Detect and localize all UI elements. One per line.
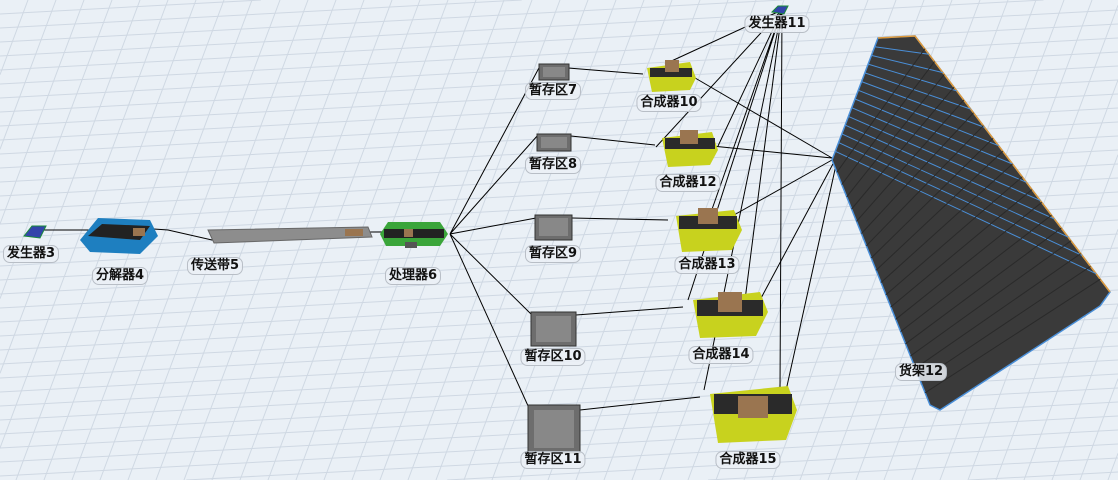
grid-line — [835, 150, 1097, 275]
rack-12-model[interactable] — [831, 35, 1111, 411]
connection-lines — [44, 9, 837, 411]
grid-line — [867, 63, 957, 92]
label-queue-9[interactable]: 暂存区9 — [524, 245, 582, 263]
grid-line — [851, 86, 955, 210]
grid-line — [900, 214, 1052, 332]
grid-line — [0, 0, 1044, 57]
grid-line — [708, 457, 1118, 480]
combiner-13-model[interactable] — [676, 208, 742, 252]
grid-line — [1107, 453, 1118, 480]
label-combiner-15[interactable]: 合成器15 — [715, 451, 781, 469]
grid-line — [915, 253, 1082, 369]
separator-4-model[interactable] — [80, 218, 158, 254]
label-processor-6[interactable]: 处理器6 — [384, 267, 442, 285]
label-combiner-13[interactable]: 合成器13 — [674, 256, 740, 274]
grid-line — [0, 23, 1118, 85]
grid-line — [919, 265, 1091, 381]
grid-line — [239, 0, 421, 480]
label-combiner-10[interactable]: 合成器10 — [636, 94, 702, 112]
grid-line — [968, 471, 1118, 480]
label-source-11[interactable]: 发生器11 — [744, 15, 810, 33]
grid-line — [861, 112, 974, 234]
grid-line — [864, 72, 971, 110]
queue-7-model[interactable] — [538, 63, 570, 81]
label-queue-8[interactable]: 暂存区8 — [524, 156, 582, 174]
grid-line — [379, 0, 561, 480]
combiner-10-model[interactable] — [647, 60, 696, 92]
queue-9-model[interactable] — [534, 214, 573, 241]
grid-line — [0, 0, 141, 374]
label-conveyor-5[interactable]: 传送带5 — [186, 257, 244, 275]
label-separator-4[interactable]: 分解器4 — [91, 267, 149, 285]
source-3-model[interactable] — [23, 225, 47, 239]
label-queue-10[interactable]: 暂存区10 — [520, 348, 586, 366]
grid-line — [575, 0, 757, 480]
grid-line — [880, 163, 1013, 283]
label-queue-11[interactable]: 暂存区11 — [520, 451, 586, 469]
grid-line — [851, 107, 1027, 183]
label-combiner-12[interactable]: 合成器12 — [655, 174, 721, 192]
grid-line — [841, 61, 935, 185]
grid-line — [491, 0, 673, 480]
grid-line — [875, 150, 1004, 271]
grid-line — [924, 278, 1101, 394]
grid-line — [905, 227, 1062, 345]
queue-8-model[interactable] — [536, 133, 572, 152]
grid-line — [71, 0, 253, 480]
grid-line — [844, 124, 1055, 220]
grid-line — [895, 202, 1043, 320]
grid-line — [0, 0, 57, 150]
combiner-15-model[interactable] — [710, 386, 797, 443]
grid-line — [861, 81, 985, 128]
queue-10-model[interactable] — [530, 311, 577, 347]
grid-line — [1079, 378, 1118, 480]
grid-line — [1051, 303, 1118, 480]
grid-line — [846, 74, 945, 198]
grid-line — [99, 0, 281, 480]
queue-11-model[interactable] — [527, 404, 581, 454]
grid-line — [0, 0, 261, 15]
grid-line — [0, 0, 169, 449]
grid-line — [0, 0, 783, 43]
grid-line — [186, 429, 1118, 480]
grid-line — [865, 125, 984, 247]
combiner-12-model[interactable] — [662, 130, 718, 167]
grid-line — [0, 0, 29, 75]
grid-line — [871, 54, 944, 74]
grid-line — [0, 9, 1118, 71]
label-queue-7[interactable]: 暂存区7 — [524, 82, 582, 100]
grid-line — [841, 133, 1069, 238]
grid-line — [856, 99, 965, 222]
grid-line — [0, 0, 85, 225]
grid-line — [885, 176, 1023, 296]
grid-line — [838, 142, 1083, 256]
grid-line — [890, 189, 1033, 308]
label-source-3[interactable]: 发生器3 — [2, 245, 60, 263]
source-11-model[interactable] — [770, 5, 789, 15]
conveyor-5-model[interactable] — [207, 226, 373, 244]
grid-line — [848, 115, 1041, 202]
grid-line — [1023, 229, 1118, 480]
grid-line — [267, 0, 449, 480]
grid-line — [447, 443, 1118, 480]
grid-line — [870, 138, 994, 259]
processor-6-model[interactable] — [380, 222, 448, 248]
grid-line — [874, 46, 929, 55]
label-rack-12[interactable]: 货架12 — [894, 363, 948, 381]
grid-line — [0, 0, 522, 29]
grid-line — [836, 48, 926, 173]
grid-line — [435, 0, 617, 480]
grid-line — [910, 240, 1072, 357]
label-combiner-14[interactable]: 合成器14 — [688, 346, 754, 364]
combiner-14-model[interactable] — [693, 292, 768, 338]
